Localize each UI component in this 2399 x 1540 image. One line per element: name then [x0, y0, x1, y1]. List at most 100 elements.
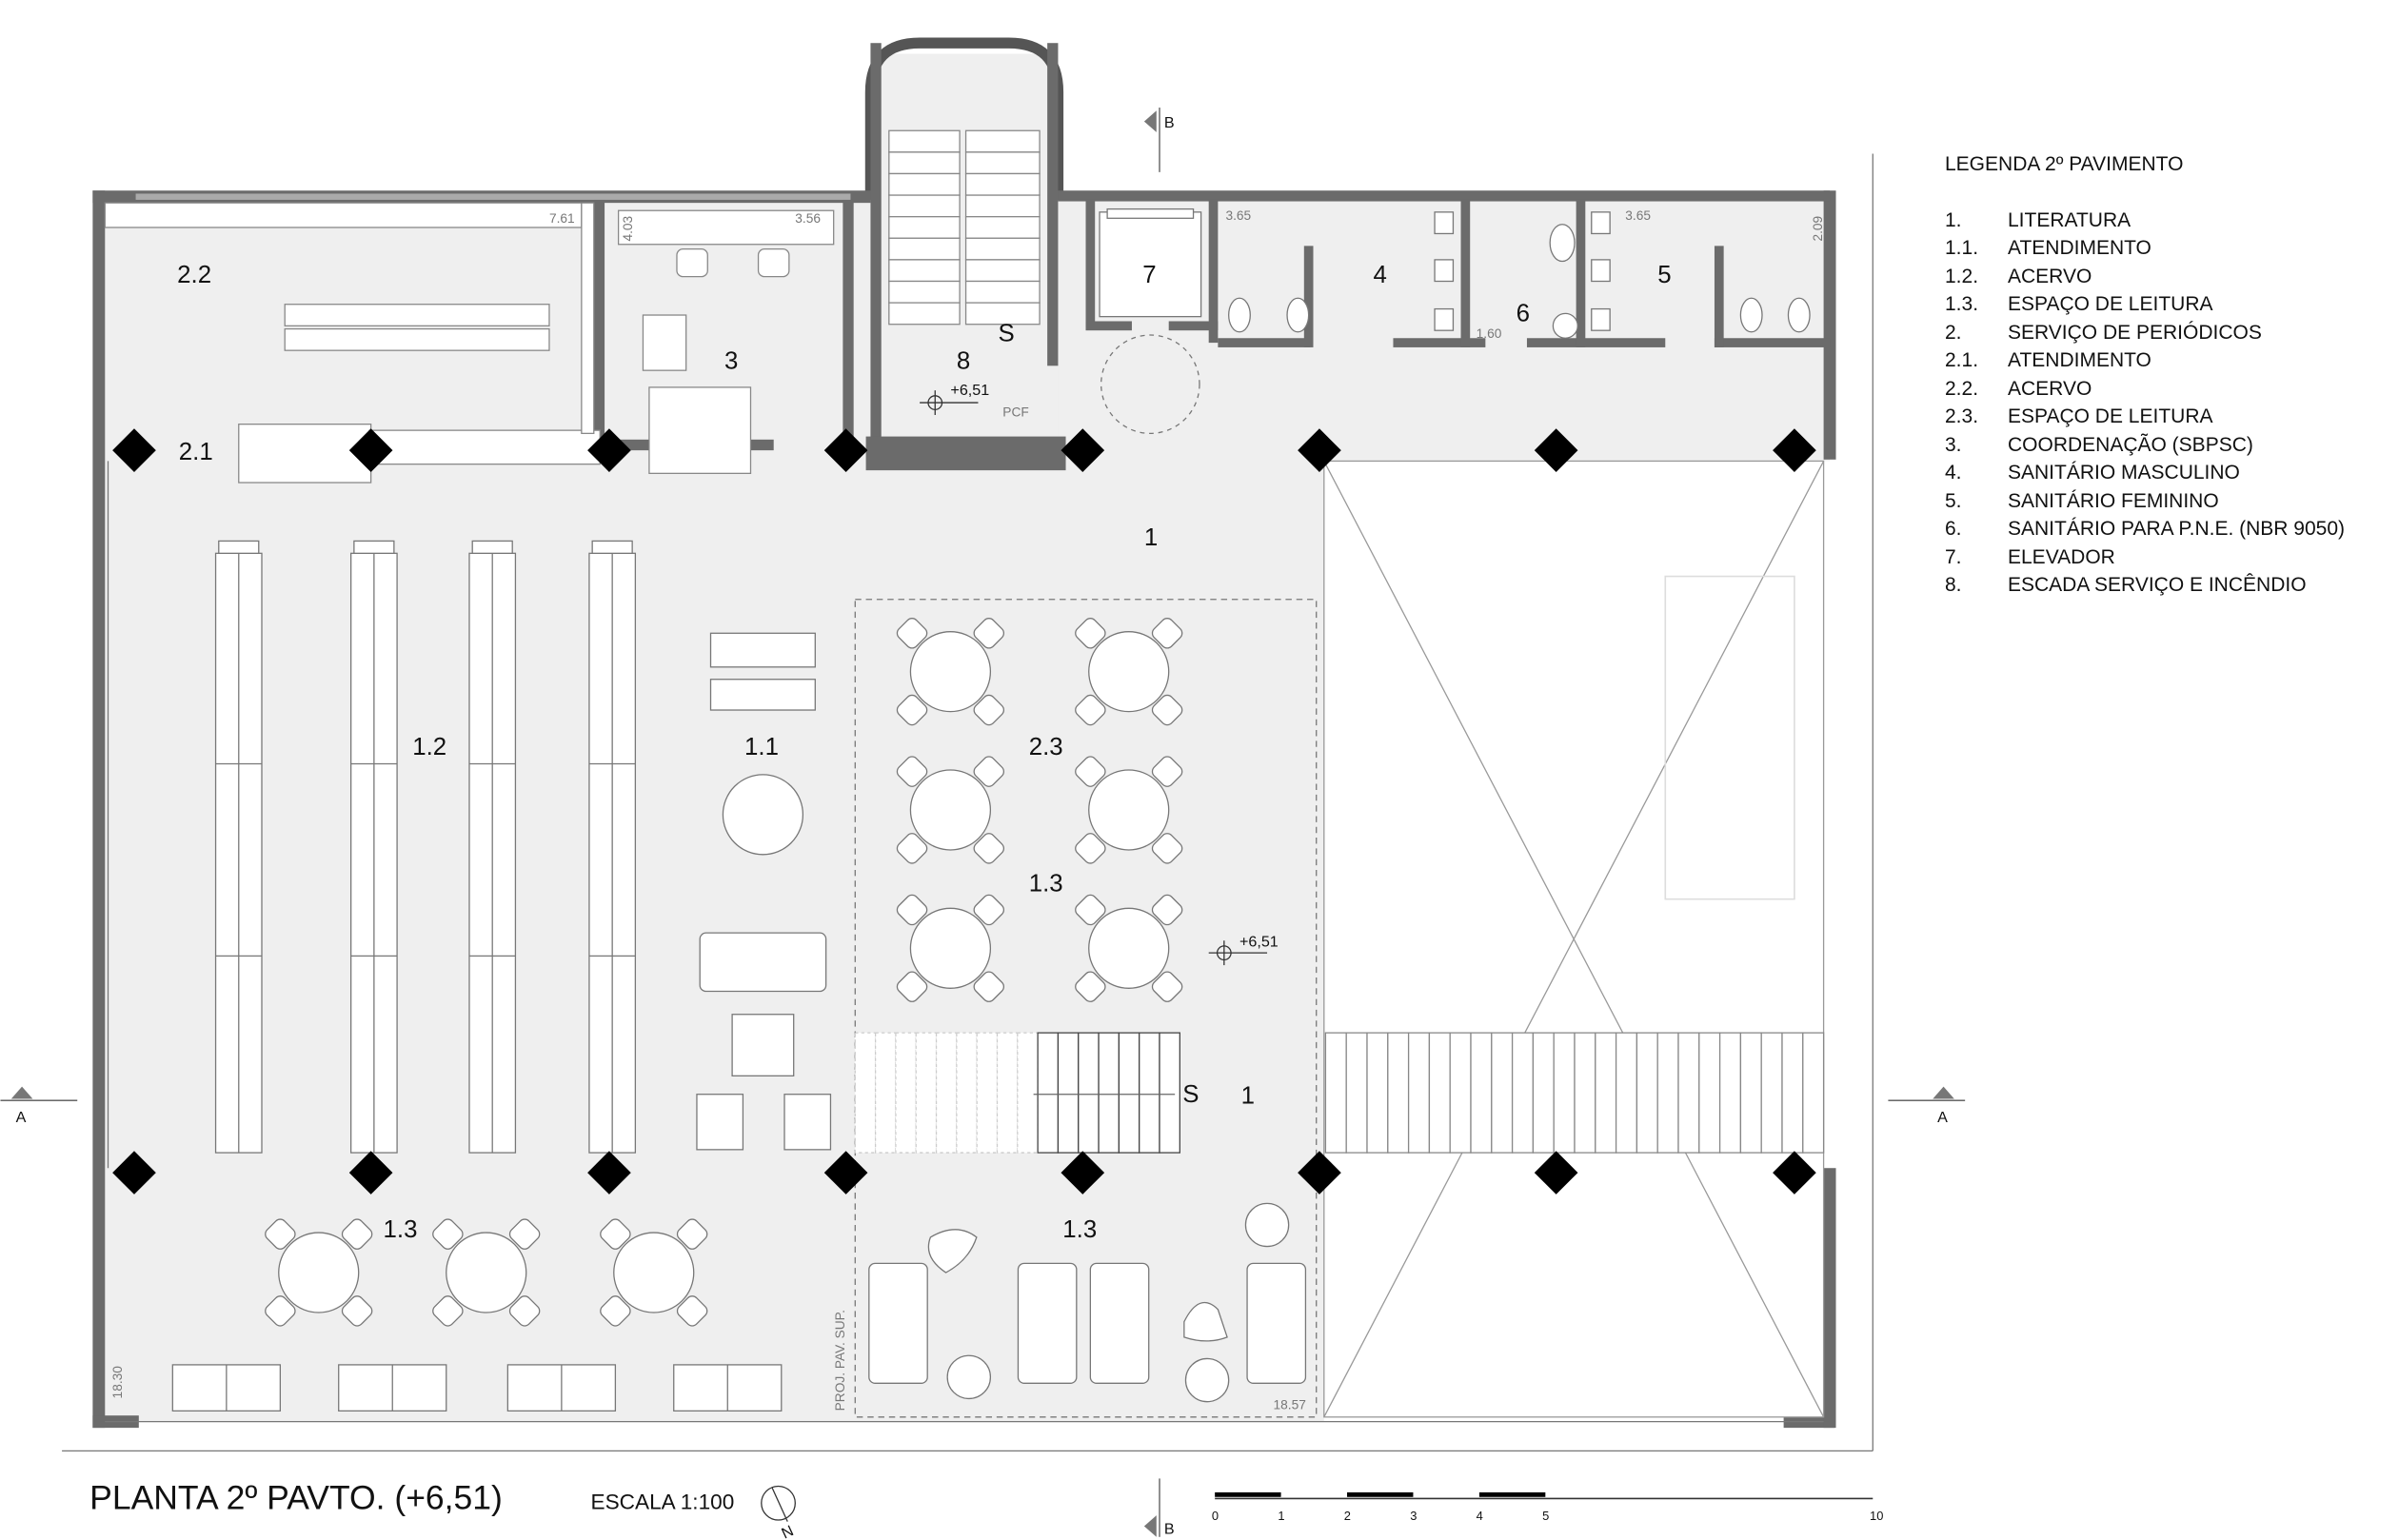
stair-step — [964, 194, 1041, 218]
stair-step — [1698, 1032, 1721, 1154]
dimension-label: 2.09 — [1811, 216, 1825, 242]
stair-step — [888, 237, 961, 261]
legend-number: 1.3. — [1945, 293, 1979, 315]
round-table-with-chairs — [1075, 618, 1183, 726]
legend-label: SANITÁRIO PARA P.N.E. (NBR 9050) — [2008, 518, 2346, 540]
dimension-label: 3.65 — [1225, 208, 1251, 223]
legend-number: 1. — [1945, 208, 1962, 231]
stair-step — [996, 1032, 1019, 1154]
scale-bar-tick: 10 — [1870, 1509, 1883, 1523]
legend-label: SANITÁRIO MASCULINO — [2008, 462, 2240, 484]
dimension-label: 4.03 — [621, 215, 635, 241]
bookshelf — [350, 540, 398, 1154]
stair-step — [888, 259, 961, 283]
drawing-title: PLANTA 2º PAVTO. (+6,51) — [89, 1479, 503, 1517]
stair-step — [964, 302, 1041, 326]
stair-step — [888, 280, 961, 304]
upper-floor-projection — [854, 599, 1318, 1418]
round-table-with-chairs — [896, 756, 1005, 864]
stair-step — [1057, 1032, 1080, 1154]
service-stair — [888, 129, 1041, 326]
legend-number: 3. — [1945, 433, 1962, 456]
room-label: 1.2 — [412, 734, 446, 760]
legend-item: 2.1.ATENDIMENTO — [1945, 346, 2345, 375]
room-label: 2.3 — [1029, 734, 1063, 760]
legend-number: 1.2. — [1945, 265, 1979, 287]
legend-item: 2. SERVIÇO DE PERIÓDICOS — [1945, 319, 2345, 347]
scale-bar-tick: 0 — [1212, 1509, 1219, 1523]
room-label: 2.2 — [177, 262, 211, 288]
upper-stair-projection — [1664, 575, 1795, 900]
room-label: 6 — [1517, 300, 1530, 326]
stair-step — [964, 216, 1041, 239]
legend-item: 1.3.ESPAÇO DE LEITURA — [1945, 290, 2345, 319]
stair-step — [1739, 1032, 1762, 1154]
stair-step — [1511, 1032, 1535, 1154]
stair-step — [888, 216, 961, 239]
legend-item: 3. COORDENAÇÃO (SBPSC) — [1945, 431, 2345, 460]
sink — [1434, 259, 1455, 283]
room-label: 1.1 — [744, 734, 779, 760]
stair-step — [1324, 1032, 1347, 1154]
stair-step — [1574, 1032, 1596, 1154]
legend-number: 2. — [1945, 321, 1962, 344]
stair-step — [1781, 1032, 1804, 1154]
section-a-label: A — [1937, 1109, 1948, 1126]
toilet — [1787, 297, 1811, 333]
sink — [1591, 259, 1611, 283]
legend-label: ESPAÇO DE LEITURA — [2008, 405, 2213, 427]
legend-label: SERVIÇO DE PERIÓDICOS — [2008, 321, 2262, 344]
legend-item: 1.2. ACERVO — [1945, 263, 2345, 291]
dimension-label: 7.61 — [549, 211, 575, 226]
structural-column — [1298, 1151, 1341, 1194]
round-table-with-chairs — [600, 1218, 708, 1327]
stair-step — [1595, 1032, 1617, 1154]
stair-step — [964, 237, 1041, 261]
legend-label: ATENDIMENTO — [2008, 237, 2151, 259]
main-stair — [854, 1032, 1180, 1154]
study-desk — [171, 1364, 282, 1412]
legend-number: 4. — [1945, 462, 1962, 484]
legend-title: LEGENDA 2º PAVIMENTO — [1945, 153, 2184, 175]
toilet — [1228, 297, 1251, 333]
legend-label: COORDENAÇÃO (SBPSC) — [2008, 433, 2253, 456]
sink — [1591, 211, 1611, 235]
stair-step — [1718, 1032, 1742, 1154]
scale-bar-tick: 5 — [1542, 1509, 1549, 1523]
legend-label: ACERVO — [2008, 265, 2092, 287]
sink — [1434, 211, 1455, 235]
floor-void — [1323, 460, 1825, 1418]
stair-step — [1553, 1032, 1576, 1154]
void-stair — [1324, 1032, 1825, 1154]
legend-number: 6. — [1945, 518, 1962, 540]
sanitary-fixtures — [1228, 211, 1811, 339]
columns — [112, 428, 1816, 1194]
elevator-car — [1099, 207, 1202, 435]
stair-step — [874, 1032, 897, 1154]
stair-step — [1491, 1032, 1514, 1154]
legend-item: 4. SANITÁRIO MASCULINO — [1945, 459, 2345, 487]
stair-step — [1139, 1032, 1160, 1154]
stair-step — [888, 172, 961, 196]
stair-step — [1366, 1032, 1389, 1154]
stair-step — [1428, 1032, 1451, 1154]
stair-step — [1636, 1032, 1658, 1154]
stair-step — [1017, 1032, 1039, 1154]
legend-number: 7. — [1945, 545, 1962, 568]
stair-step — [888, 151, 961, 175]
dimension-label: 18.57 — [1274, 1398, 1306, 1412]
structural-column — [823, 1151, 868, 1194]
room-label: S — [998, 320, 1014, 346]
facade-lines — [62, 153, 1874, 1451]
room-label: 1.3 — [1029, 871, 1063, 898]
stair-step — [1470, 1032, 1493, 1154]
legend-item: 2.3.ESPAÇO DE LEITURA — [1945, 403, 2345, 431]
round-table-with-chairs — [896, 618, 1005, 726]
stair-step — [1407, 1032, 1431, 1154]
toilet — [1739, 297, 1763, 333]
legend-item: 7.ELEVADOR — [1945, 543, 2345, 572]
legend-item: 1.1.ATENDIMENTO — [1945, 234, 2345, 263]
stair-step — [888, 302, 961, 326]
